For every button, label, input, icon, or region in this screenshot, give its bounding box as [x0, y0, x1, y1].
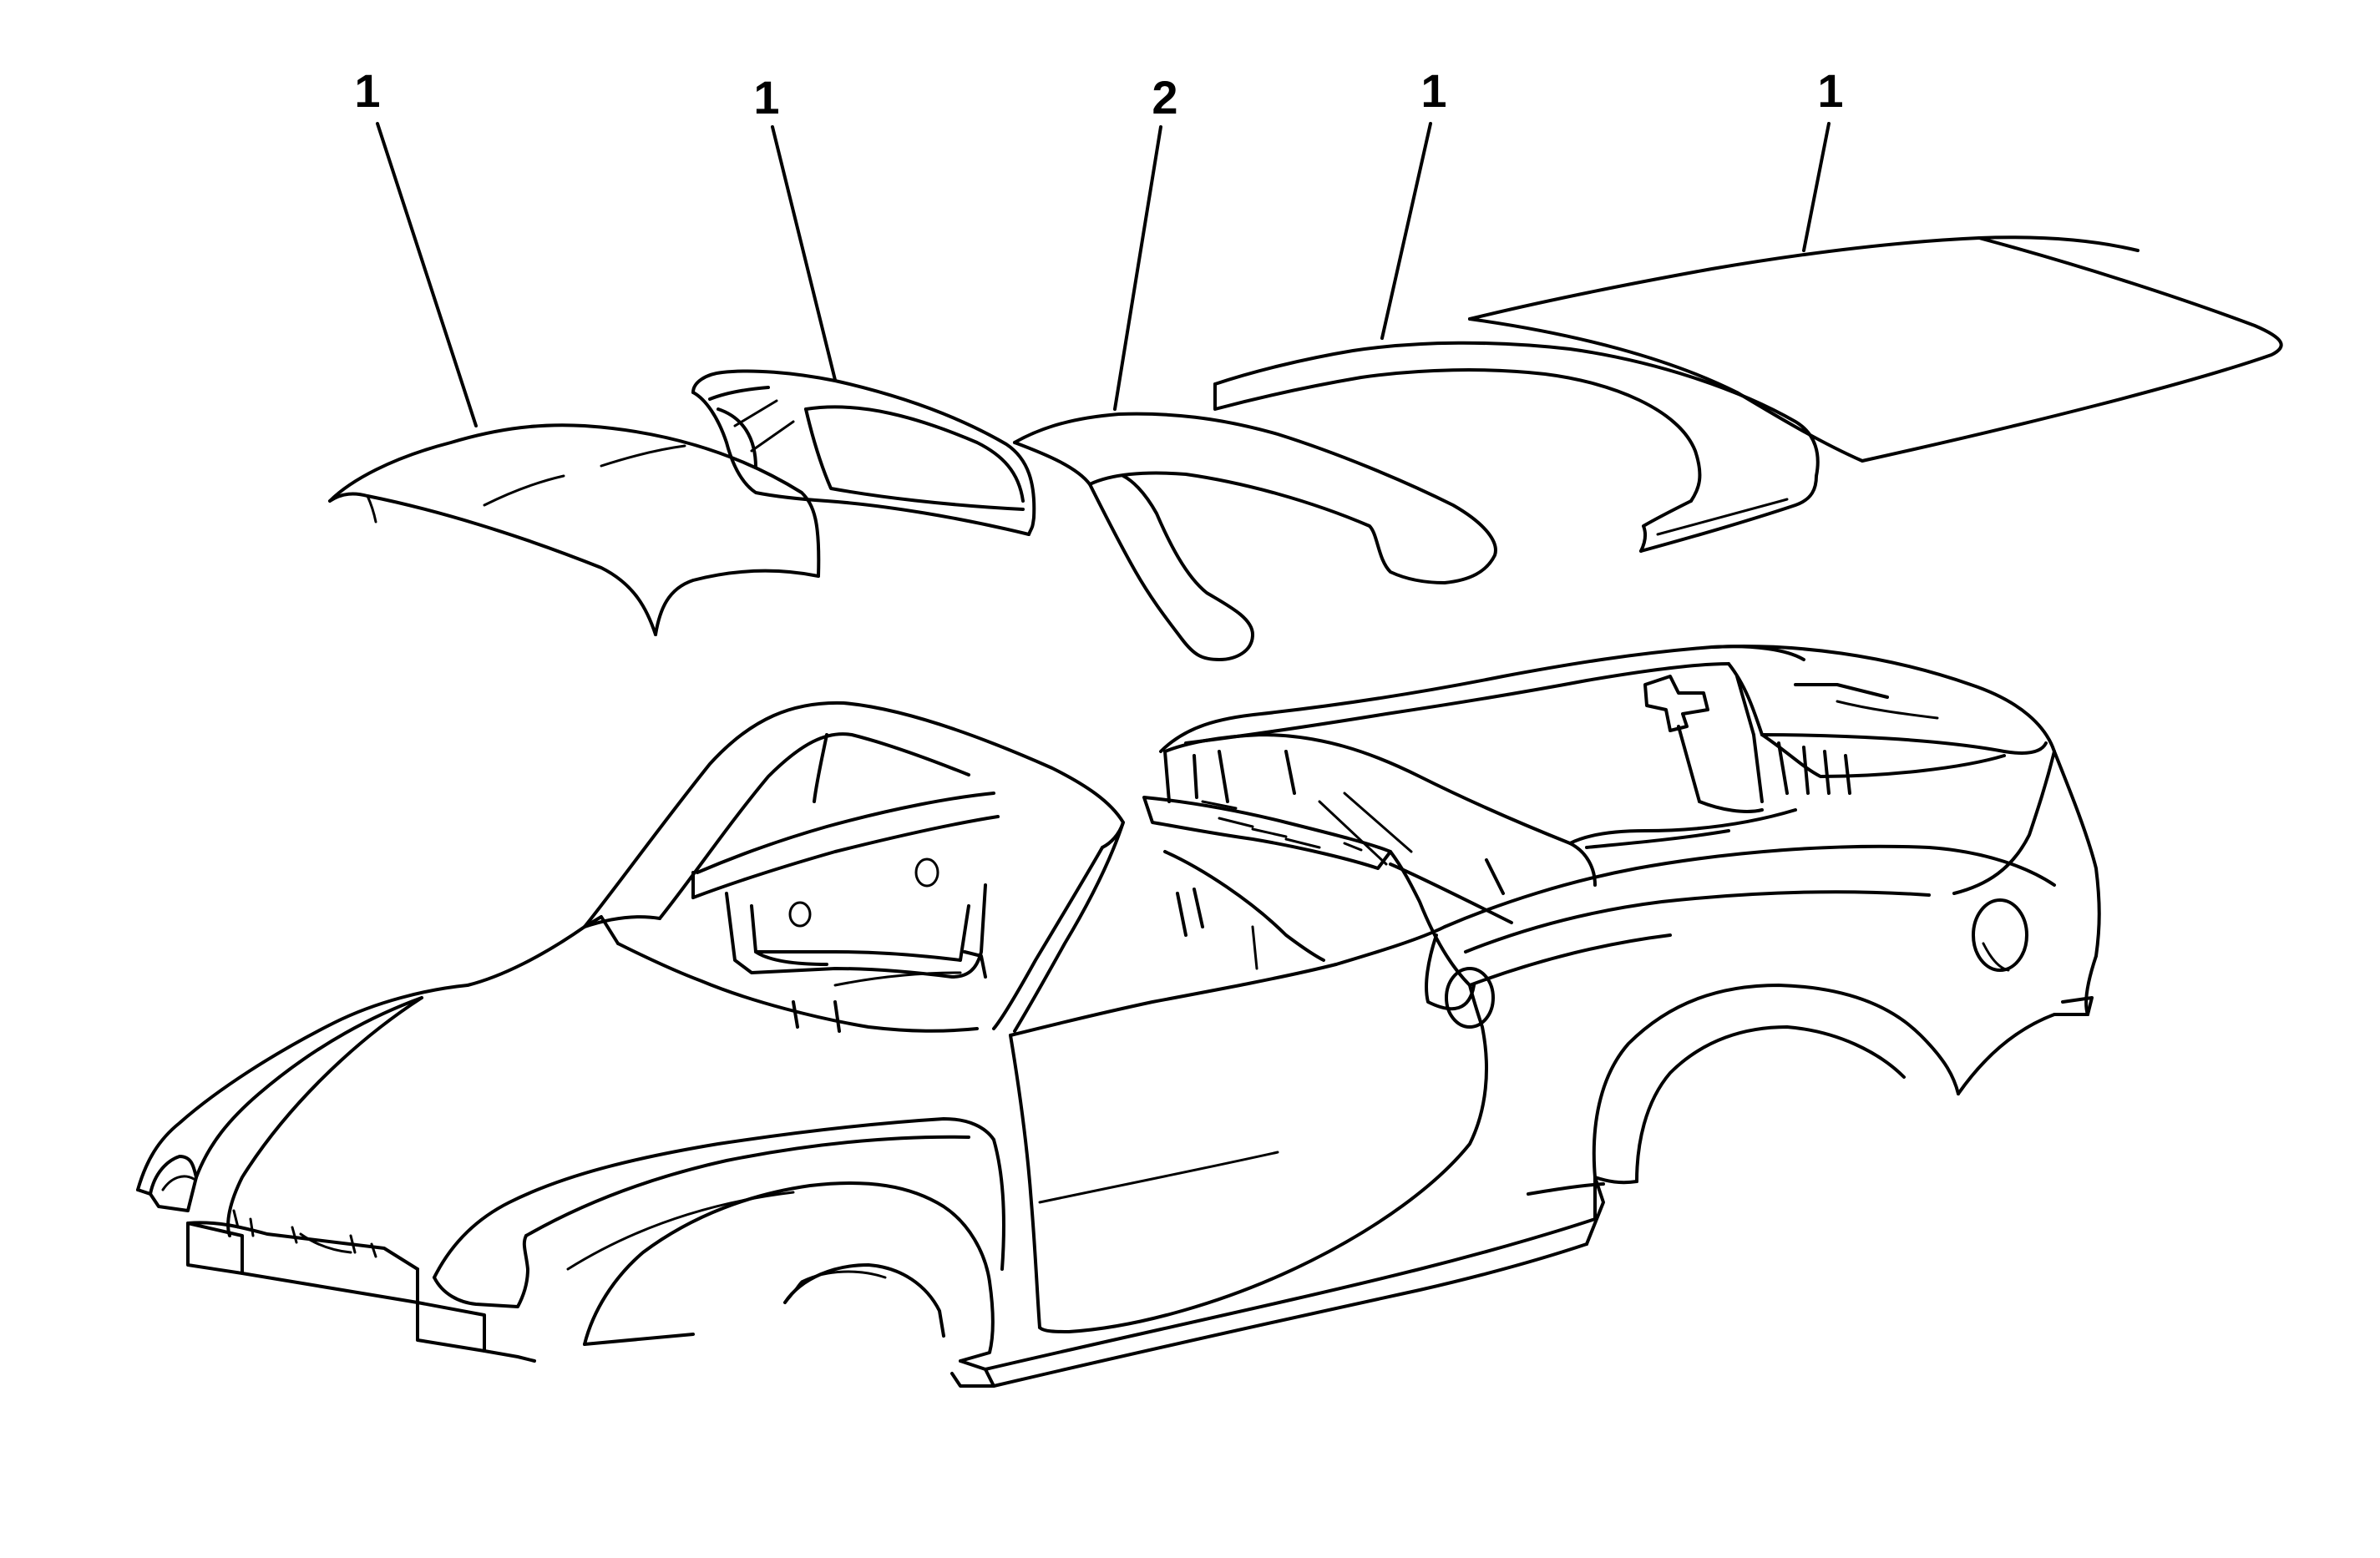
leader-line-4: [1380, 122, 1432, 340]
leader-line-2: [771, 125, 837, 382]
callout-label-4: 1: [1420, 64, 1446, 117]
callout-label-3: 2: [1152, 71, 1177, 124]
callout-label-5: 1: [1817, 64, 1843, 117]
hood-panel: [328, 423, 821, 636]
rear-hardtop-panel: [1468, 235, 2283, 463]
callout-label-1: 1: [354, 64, 380, 117]
vehicle-body: [136, 645, 2101, 1388]
roll-hoop-panel: [1013, 412, 1497, 661]
tonneau-center-panel: [1213, 341, 1820, 553]
leader-line-1: [376, 122, 478, 427]
callout-label-2: 1: [753, 71, 779, 124]
leader-line-3: [1113, 125, 1162, 411]
leader-lines: [376, 122, 1831, 427]
windshield-frame-panel: [691, 369, 1036, 536]
leader-line-5: [1802, 122, 1831, 252]
